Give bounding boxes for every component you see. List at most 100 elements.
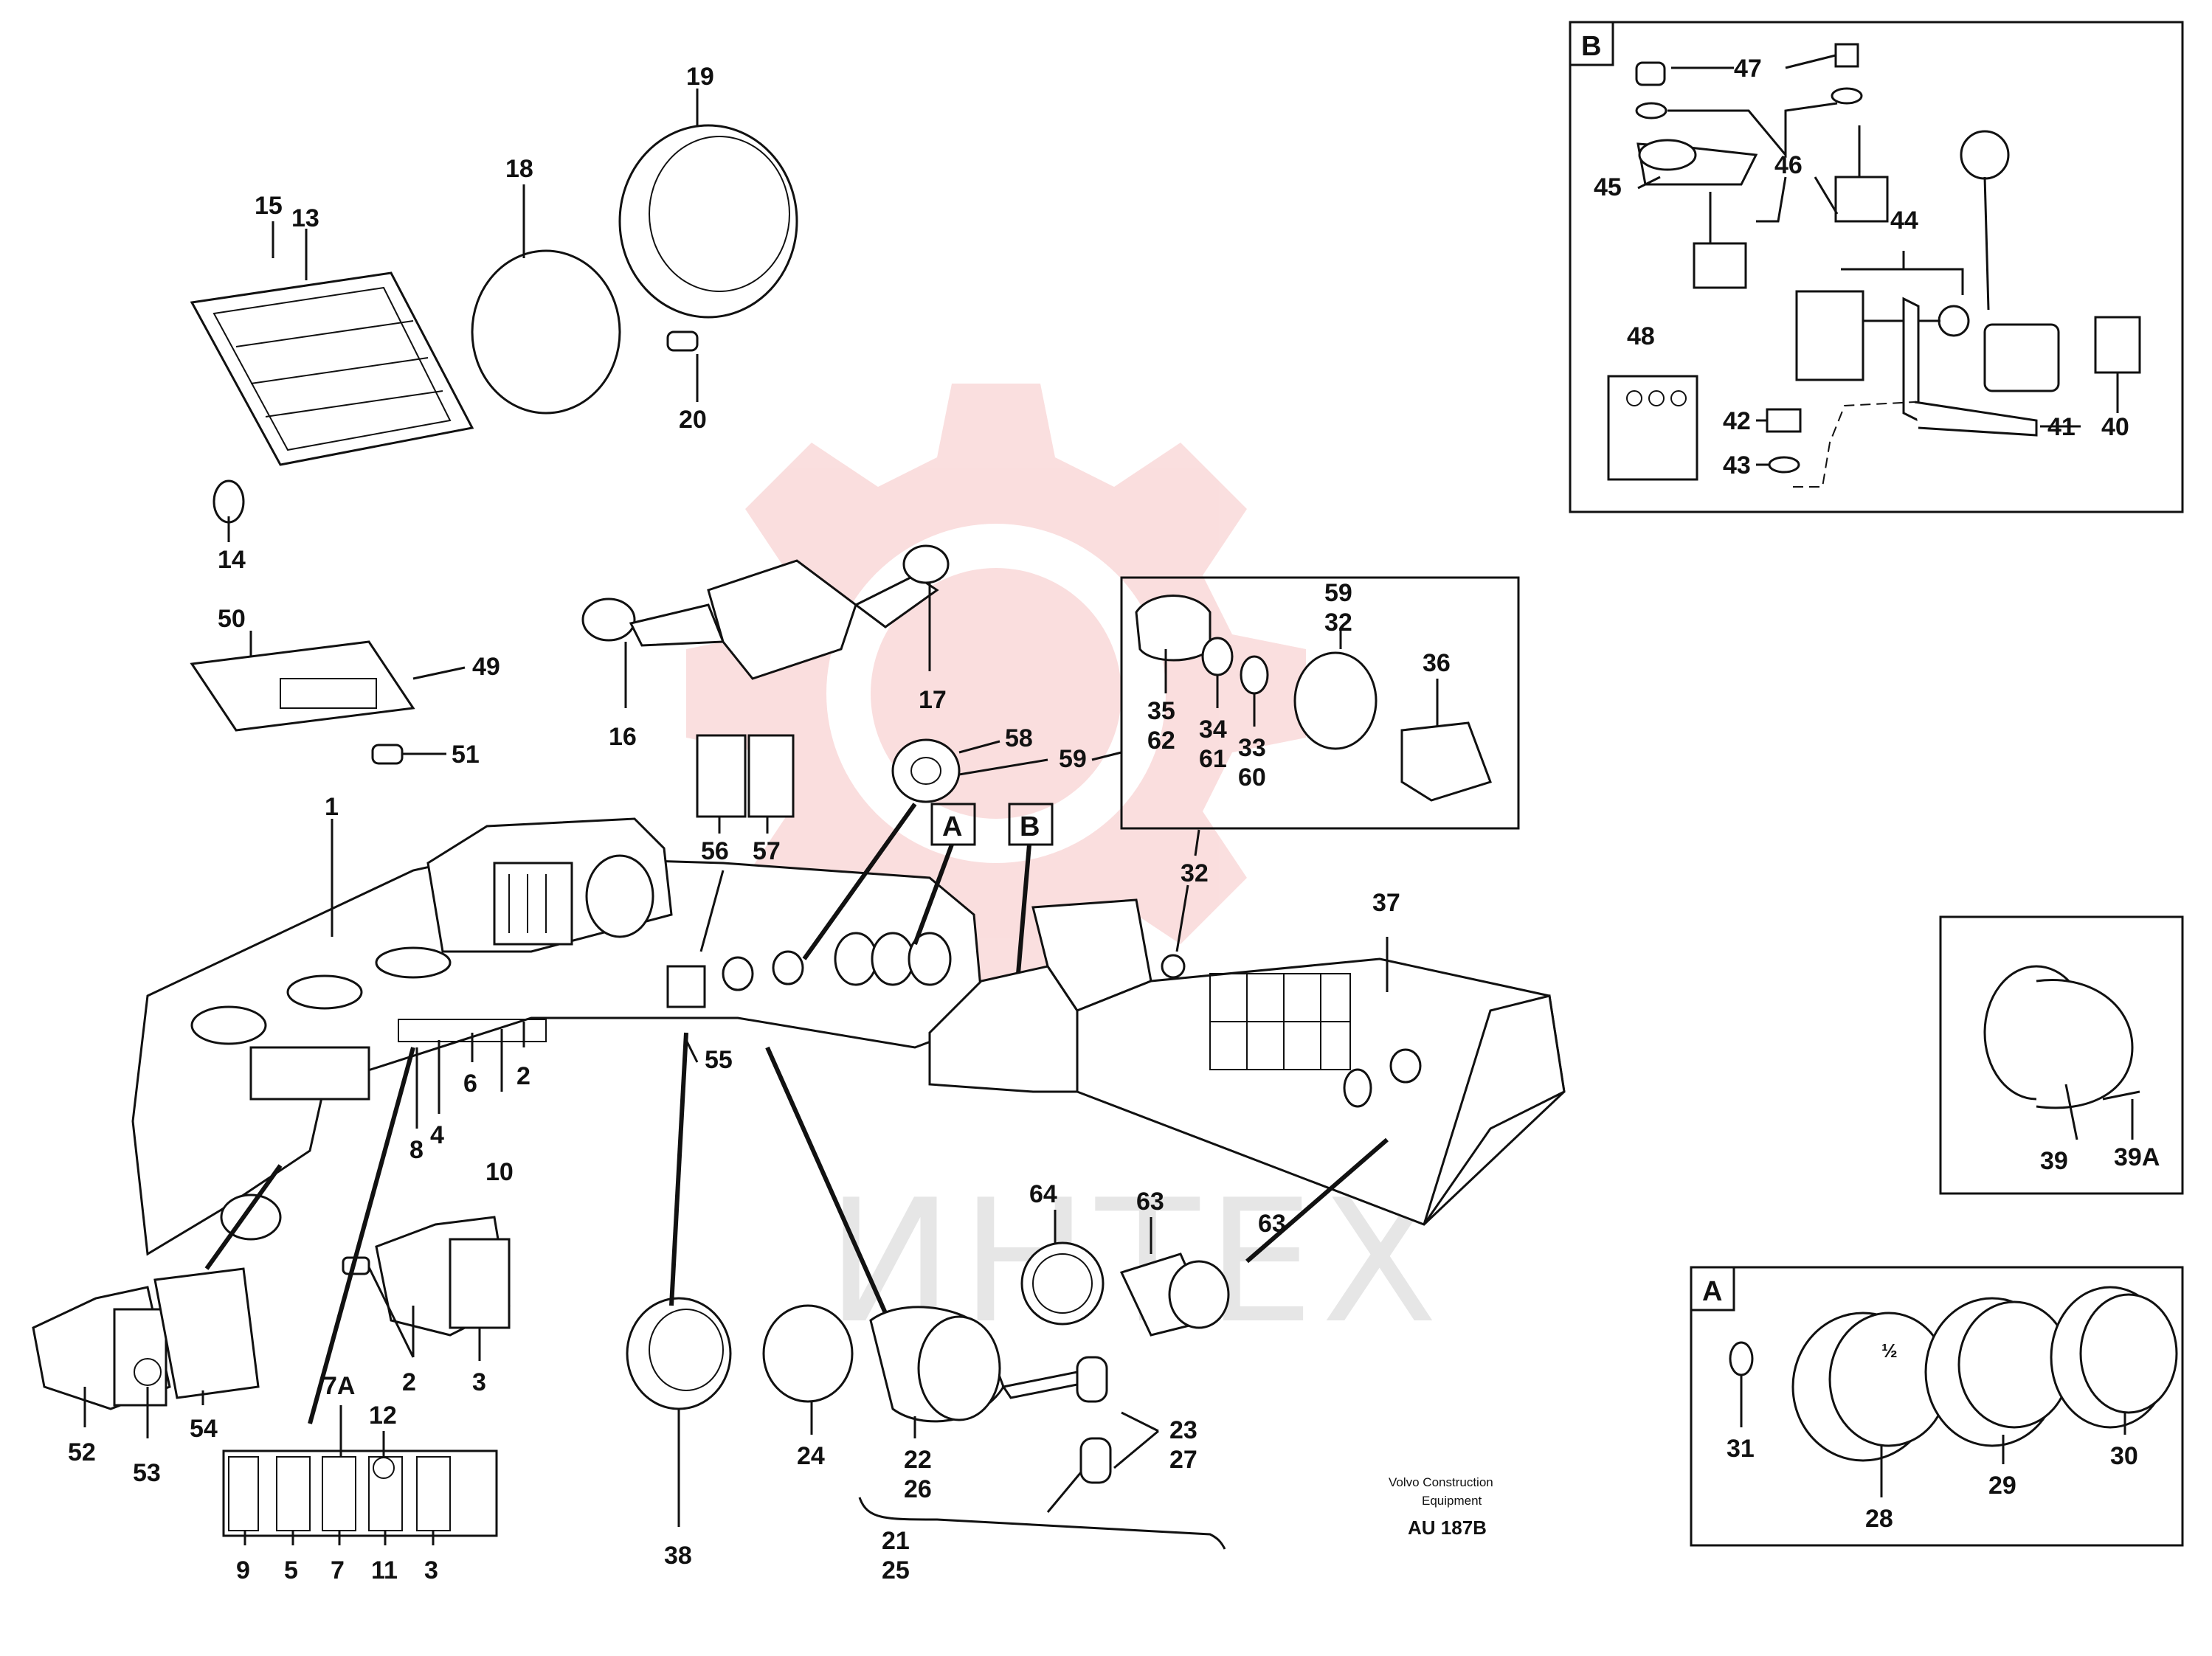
label-26: 26 xyxy=(904,1475,932,1503)
label-41: 41 xyxy=(2047,413,2076,441)
console-knob-2 xyxy=(1389,1048,1422,1084)
leader-47b xyxy=(1785,54,1836,69)
label-60: 60 xyxy=(1238,763,1266,791)
parking-brake-icon xyxy=(134,1358,162,1386)
switch-3 xyxy=(449,1238,511,1329)
washer-33 xyxy=(1240,655,1269,695)
washer-44 xyxy=(1938,305,1970,337)
key-23-blade xyxy=(1001,1371,1087,1399)
label-32: 32 xyxy=(1324,609,1352,637)
label-34: 34 xyxy=(1199,716,1227,744)
label-7a: 7A xyxy=(323,1372,355,1400)
inset-b: B 47 46 45 44 xyxy=(1569,21,2184,513)
inset-b-letter: B xyxy=(1581,31,1601,62)
screw-42 xyxy=(1766,408,1802,433)
label-8: 8 xyxy=(409,1136,424,1164)
leader-59-main xyxy=(958,758,1048,776)
gauge-slot-2 xyxy=(871,932,915,986)
dash-socket xyxy=(722,956,754,991)
nut-part xyxy=(1635,102,1667,119)
label-6: 6 xyxy=(463,1070,477,1098)
tachograph-49-group: 50 49 51 xyxy=(190,605,500,769)
switch-44-body xyxy=(1795,290,1864,381)
label-15: 15 xyxy=(255,192,283,220)
lighter-63-face xyxy=(1168,1260,1230,1329)
label-54: 54 xyxy=(190,1415,218,1443)
warning-panel-13-grid xyxy=(212,286,452,451)
arrow-a xyxy=(913,843,954,946)
speaker-38: 38 xyxy=(626,1032,732,1570)
cap-part-2 xyxy=(1834,43,1859,68)
label-4: 4 xyxy=(430,1121,444,1149)
dash-41 xyxy=(1793,401,1915,488)
label-12: 12 xyxy=(369,1402,397,1430)
switch-57 xyxy=(747,734,795,818)
label-14: 14 xyxy=(218,546,246,574)
arrow-21 xyxy=(765,1046,888,1314)
leader-45 xyxy=(1637,176,1661,190)
console-switch-32 xyxy=(1161,954,1186,979)
label-52: 52 xyxy=(68,1438,96,1466)
gauge-slot-3 xyxy=(908,932,952,986)
label-32-main: 32 xyxy=(1181,859,1209,887)
label-59: 59 xyxy=(1324,579,1352,607)
lever-shaft xyxy=(1983,176,1990,311)
rotary-58-group: 58 59 xyxy=(802,724,1122,960)
label-45: 45 xyxy=(1594,173,1622,201)
label-43: 43 xyxy=(1723,451,1751,479)
marker-a: A xyxy=(942,811,962,842)
bulb-14 xyxy=(212,479,245,524)
label-24: 24 xyxy=(797,1442,825,1470)
leader-39 xyxy=(2064,1084,2078,1140)
label-2b: 2 xyxy=(402,1368,416,1396)
label-25: 25 xyxy=(882,1556,910,1584)
pin-48b xyxy=(1648,390,1665,406)
label-62: 62 xyxy=(1147,727,1175,755)
bulb-20 xyxy=(666,330,699,352)
switch-56 xyxy=(696,734,747,818)
label-49: 49 xyxy=(472,653,500,681)
nut-34 xyxy=(1201,637,1234,676)
bulb-12 xyxy=(373,1457,395,1479)
label-20: 20 xyxy=(679,406,707,434)
label-7: 7 xyxy=(331,1556,345,1584)
inset-b-frame xyxy=(1569,21,2184,513)
drawing-code: AU 187B xyxy=(1408,1517,1487,1539)
label-33: 33 xyxy=(1238,734,1266,762)
arrow-58-dash xyxy=(802,803,917,960)
label-55: 55 xyxy=(705,1046,733,1074)
label-16: 16 xyxy=(609,723,637,751)
label-3b: 3 xyxy=(472,1368,486,1396)
label-29: 29 xyxy=(1988,1472,2016,1500)
warning-panel-13 xyxy=(190,271,474,466)
label-50: 50 xyxy=(218,605,246,633)
console-knob-1 xyxy=(1343,1068,1372,1108)
console-end-panel xyxy=(1423,994,1566,1225)
gauge-19 xyxy=(618,124,798,319)
buzzer-body xyxy=(2036,979,2134,1109)
knob-35 xyxy=(1135,595,1212,662)
label-3: 3 xyxy=(424,1556,438,1584)
publisher-line-1: Volvo Construction xyxy=(1389,1475,1493,1489)
lever-knob xyxy=(1960,130,2010,180)
label-58: 58 xyxy=(1005,724,1033,752)
leader-46c xyxy=(1814,176,1839,215)
label-2: 2 xyxy=(516,1062,530,1090)
marker-b: B xyxy=(1020,811,1040,842)
label-42: 42 xyxy=(1723,407,1751,435)
pin-48a xyxy=(1626,390,1642,406)
knob-58-center xyxy=(910,757,941,785)
gauge-28-half-mark: ½ xyxy=(1881,1340,1898,1362)
bulb-51 xyxy=(371,744,404,765)
label-36: 36 xyxy=(1423,649,1451,677)
label-44: 44 xyxy=(1890,207,1918,235)
switch-52-group: 52 53 54 xyxy=(32,1164,283,1487)
arrow-b xyxy=(1016,844,1031,974)
inset-a-letter: A xyxy=(1702,1276,1722,1307)
leader-2b xyxy=(367,1267,415,1358)
label-40: 40 xyxy=(2101,413,2129,441)
gauge-19-face xyxy=(649,136,790,292)
strip-switch-9 xyxy=(228,1456,259,1531)
